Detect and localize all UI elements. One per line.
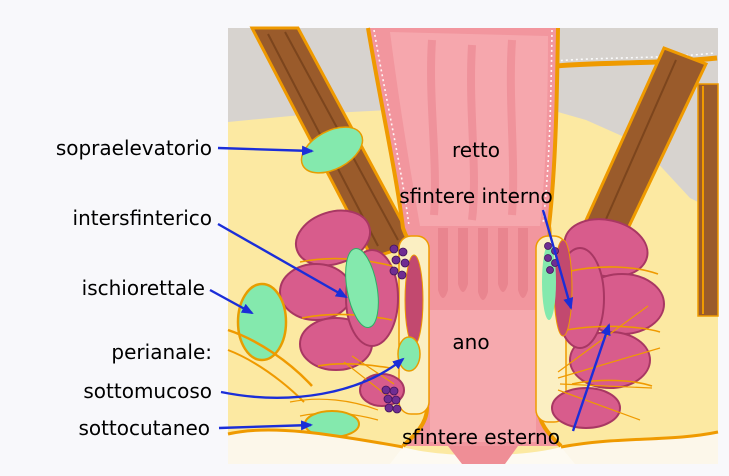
perianal-submucosal-space-shape <box>397 336 421 372</box>
label-sopraelevatorio: sopraelevatorio <box>56 136 212 160</box>
arrow-ischiorettale <box>209 288 254 315</box>
anus-opening <box>448 446 518 464</box>
supralevator-space-shape <box>300 126 364 174</box>
label-sottomucoso: sottomucoso <box>83 379 212 403</box>
mucosa-dotted-lines <box>373 29 553 227</box>
label-sottocutaneo: sottocutaneo <box>78 416 210 440</box>
label-sfintere-esterno: sfintere esterno <box>402 425 560 449</box>
skin-left <box>228 429 403 464</box>
skin-right <box>561 432 718 464</box>
pointer-arrows <box>209 145 611 432</box>
arrow-sfintere-interno <box>541 209 574 310</box>
arrow-sottocutaneo <box>218 420 313 431</box>
label-sfintere-interno: sfintere interno <box>399 184 552 208</box>
internal-sphincter-left <box>404 254 424 346</box>
anal-canal-lower <box>430 310 536 442</box>
skin-borders <box>227 428 719 449</box>
arrow-sfintere-esterno <box>571 323 611 432</box>
arrow-intersfinterico <box>217 222 348 299</box>
arrow-sopraelevatorio <box>217 145 314 156</box>
mucosa-streaks <box>427 39 518 221</box>
obturator-muscle-right <box>697 83 719 317</box>
arrow-sottomucoso <box>220 357 405 399</box>
pelvic-fascia-lines <box>227 328 313 403</box>
labels: sopraelevatorio intersfinterico ischiore… <box>56 136 560 449</box>
sphincter-seam-lines <box>299 257 661 387</box>
label-ano: ano <box>452 330 489 354</box>
anal-columns <box>438 228 528 300</box>
label-retto: retto <box>452 138 500 162</box>
ischiorectal-space-shape <box>236 282 288 362</box>
label-perianale: perianale: <box>111 340 212 364</box>
label-ischiorettale: ischiorettale <box>82 276 205 300</box>
vessel-plexus-dots <box>381 242 559 414</box>
green-spaces <box>236 244 556 438</box>
rectum-anal-canal <box>366 27 563 448</box>
label-intersfinterico: intersfinterico <box>73 206 212 230</box>
